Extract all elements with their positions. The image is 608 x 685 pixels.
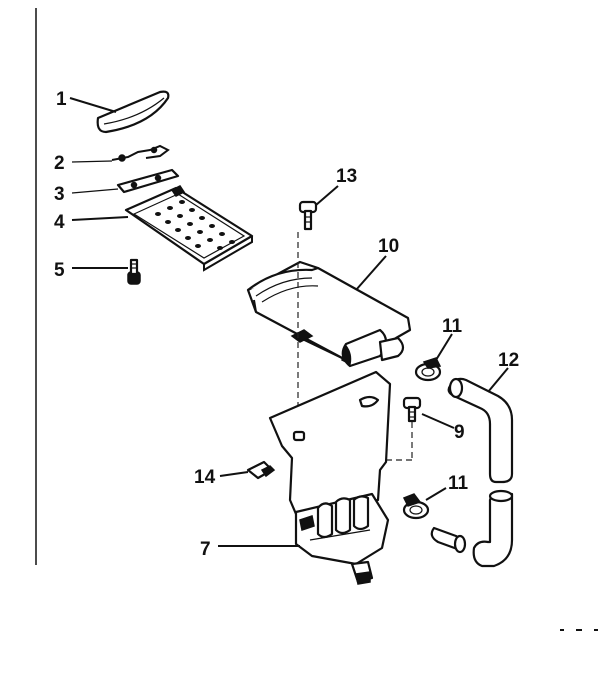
label-13: 13 [336, 166, 357, 187]
part-13-screw [298, 200, 318, 231]
part-3-bracket [116, 168, 180, 194]
part-9-screw [402, 396, 422, 423]
leader-2 [71, 160, 113, 163]
label-10: 10 [378, 236, 399, 257]
leader-10 [355, 255, 387, 291]
part-11-clamp-upper [414, 357, 442, 382]
label-2: 2 [54, 153, 65, 174]
part-11-clamp-lower [402, 493, 430, 520]
label-9: 9 [454, 422, 465, 443]
part-10-housing [246, 260, 412, 368]
part-5-screw [127, 258, 141, 285]
label-7: 7 [200, 539, 211, 560]
leader-1 [69, 97, 117, 113]
leader-11b [425, 487, 447, 501]
leader-13 [315, 185, 339, 206]
leader-4 [71, 216, 129, 221]
leader-14 [219, 471, 249, 477]
mounting-bracket [268, 370, 392, 516]
label-5: 5 [54, 260, 65, 281]
label-3: 3 [54, 184, 65, 205]
label-14: 14 [194, 467, 216, 488]
part-7-valve [294, 492, 390, 585]
leader-11a [435, 333, 453, 361]
label-4: 4 [54, 212, 65, 233]
part-1-cover [96, 90, 170, 134]
leader-12 [487, 367, 509, 393]
part-2-wire [111, 144, 170, 162]
leader-9 [421, 413, 455, 429]
scan-marks [560, 629, 598, 631]
leader-3 [71, 188, 119, 194]
label-11a: 11 [442, 316, 463, 337]
part-12-hose [447, 377, 514, 568]
tube-segment [430, 526, 467, 554]
label-12: 12 [498, 350, 519, 371]
part-4-grille [124, 185, 254, 272]
label-11b: 11 [448, 473, 469, 494]
part-14-clip [246, 460, 276, 480]
label-1: 1 [56, 89, 67, 110]
